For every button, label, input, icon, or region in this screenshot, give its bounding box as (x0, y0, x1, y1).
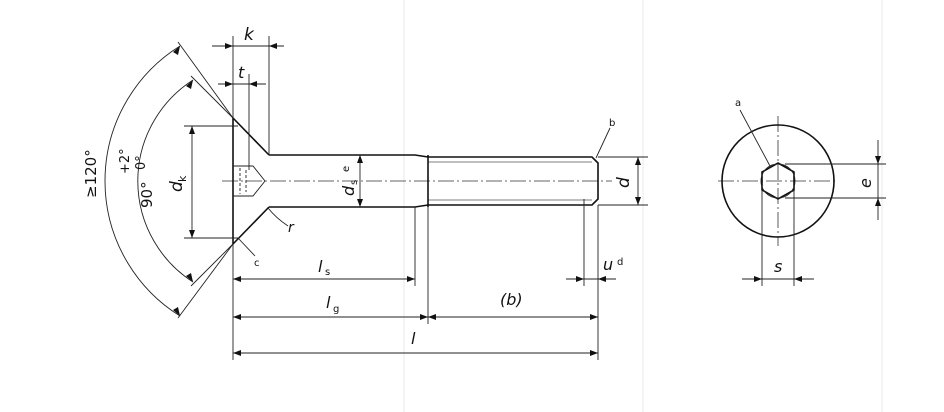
label-b-note: b (609, 118, 615, 129)
label-angle-inner-upper: +2° (118, 148, 133, 174)
label-ls: l (318, 257, 323, 276)
label-angle-inner-main: 90° (138, 181, 156, 208)
head-upper-flank (232, 117, 270, 156)
screw-side-view: k t d k d s e d b r (82, 25, 648, 360)
hex-socket-outline (761, 162, 795, 200)
label-t: t (238, 63, 245, 82)
label-d: d (614, 177, 634, 188)
head-lower-flank (232, 206, 270, 245)
label-ls-sub: s (325, 267, 330, 278)
label-dk: d (167, 181, 187, 192)
label-u: u (603, 255, 613, 274)
label-l: l (411, 329, 416, 348)
label-lg: l (326, 293, 331, 312)
label-e: e (856, 178, 875, 188)
angle-90-arc (137, 79, 194, 283)
b-leader (595, 127, 611, 159)
label-angle-outer: ≥120° (82, 149, 100, 198)
label-u-note: d (617, 257, 623, 268)
label-lg-sub: g (333, 304, 339, 315)
shank-top (269, 154, 429, 158)
label-b: (b) (500, 290, 523, 309)
label-ds-note: e (341, 166, 352, 172)
label-ds-sub: s (349, 180, 360, 185)
label-angle-inner-lower: 0° (134, 155, 149, 170)
label-k: k (244, 25, 255, 45)
socket-circle (760, 163, 796, 199)
hex-socket (233, 165, 266, 197)
screw-end-view: a e s (718, 98, 886, 286)
label-dk-sub: k (176, 175, 189, 182)
label-ds: d (339, 185, 358, 196)
label-s: s (774, 257, 782, 276)
background-grid (403, 0, 883, 412)
angle-120-arc (104, 45, 181, 317)
a-leader (739, 109, 771, 167)
label-r: r (288, 220, 295, 236)
head-circle (721, 124, 835, 238)
r-leader (267, 207, 289, 227)
threaded-part (428, 156, 599, 206)
c-leader (237, 237, 256, 257)
thread-root-lines (428, 161, 592, 201)
label-c-note: c (254, 258, 260, 269)
label-a-note: a (735, 98, 741, 109)
